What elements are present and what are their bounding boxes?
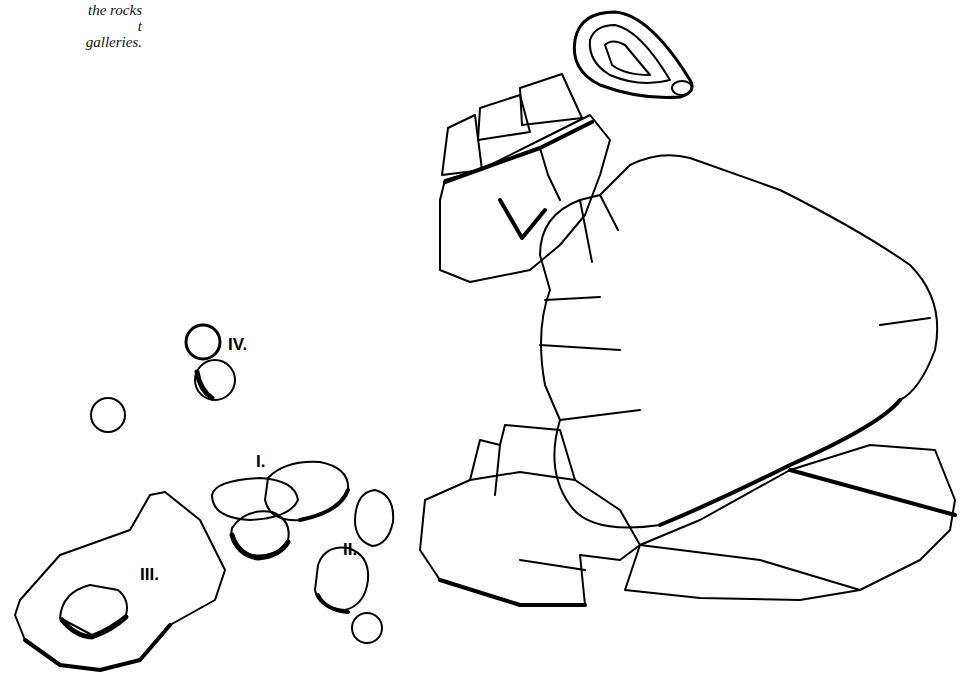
rock-shape [12, 488, 232, 678]
callout-number: III. [140, 565, 159, 585]
figure-caption: the rocks t galleries. [84, 2, 142, 50]
callout-number: II. [343, 540, 357, 560]
callout-number: I. [256, 452, 265, 472]
rock-outline: III. [12, 488, 232, 678]
rock-line [15, 492, 225, 670]
rock-line [62, 617, 126, 637]
callout-number: IV. [228, 335, 247, 355]
